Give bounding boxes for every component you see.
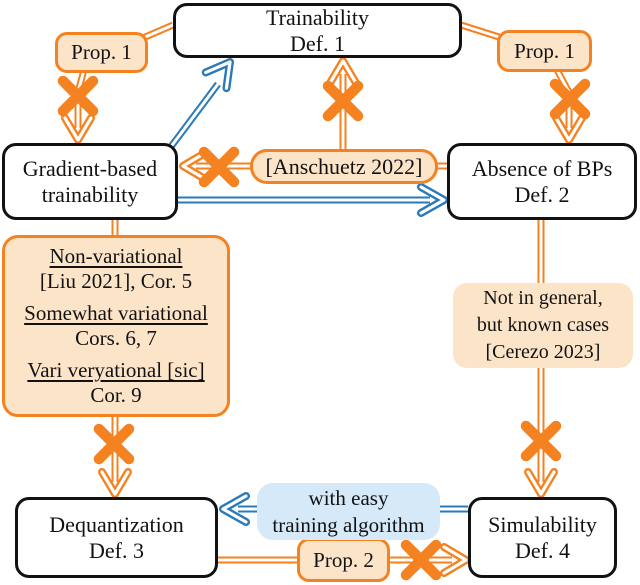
tag-prop1-left: Prop. 1 xyxy=(55,32,148,73)
case-detail: Cors. 6, 7 xyxy=(75,326,157,350)
note-easy-training: with easy training algorithm xyxy=(257,483,440,540)
blue-arrow-gradient-to-trainability xyxy=(167,58,234,151)
node-title: Trainability xyxy=(265,4,370,30)
case-item: Non-variational [Liu 2021], Cor. 5 xyxy=(40,244,192,294)
box-variational-cases: Non-variational [Liu 2021], Cor. 5 Somew… xyxy=(2,235,230,417)
node-gradient-based-trainability: Gradient-based trainability xyxy=(2,143,178,220)
not-implies-x-icon xyxy=(198,146,240,188)
case-detail: Cor. 9 xyxy=(90,383,142,407)
node-title: Gradient-based xyxy=(22,155,158,181)
note-line: Not in general, xyxy=(483,287,603,309)
not-implies-x-icon xyxy=(322,80,364,122)
node-def: Def. 4 xyxy=(515,537,570,563)
arrowhead-icon xyxy=(201,58,234,93)
node-simulability: Simulability Def. 4 xyxy=(468,497,617,578)
tag-label: Prop. 1 xyxy=(514,38,575,63)
node-trainability: Trainability Def. 1 xyxy=(173,3,462,58)
arrowhead-icon xyxy=(524,468,558,498)
case-title: Non-variational xyxy=(49,244,183,268)
not-implies-x-icon xyxy=(520,420,562,462)
note-line: with easy xyxy=(308,485,389,510)
note-line: but known cases xyxy=(476,314,610,336)
not-implies-x-icon xyxy=(549,78,591,120)
case-detail: [Liu 2021], Cor. 5 xyxy=(39,269,193,293)
tag-prop2: Prop. 2 xyxy=(297,538,390,582)
tag-label: Prop. 1 xyxy=(71,40,132,64)
node-title2: trainability xyxy=(41,181,139,207)
arrowhead-icon xyxy=(440,543,470,577)
crossed-arrow-anschuetz-to-trainability xyxy=(322,57,364,150)
arrowhead-icon xyxy=(326,57,360,87)
not-implies-x-icon xyxy=(93,423,135,465)
node-title: Dequantization xyxy=(49,511,184,537)
case-item: Somewhat variational Cors. 6, 7 xyxy=(24,301,208,351)
note-line: [Cerezo 2023] xyxy=(485,341,601,363)
node-def: Def. 3 xyxy=(89,537,144,563)
arrowhead-icon xyxy=(552,114,586,144)
node-absence-of-bps: Absence of BPs Def. 2 xyxy=(447,143,637,220)
note-line: training algorithm xyxy=(272,512,425,537)
case-title: Vari veryational [sic] xyxy=(27,358,205,382)
crossed-arrow-trainability-to-absence xyxy=(459,21,591,144)
blue-arrow-gradient-to-absence xyxy=(178,183,448,217)
case-title: Somewhat variational xyxy=(24,301,208,325)
tag-prop1-right: Prop. 1 xyxy=(497,30,592,72)
arrowhead-icon xyxy=(98,468,132,498)
node-def: Def. 1 xyxy=(290,30,345,56)
node-title: Simulability xyxy=(488,511,597,537)
note-not-in-general: Not in general, but known cases [Cerezo … xyxy=(453,283,633,368)
arrowhead-icon xyxy=(61,114,95,144)
crossed-arrow-trainability-to-gradient xyxy=(57,21,175,144)
node-def: Def. 2 xyxy=(514,181,570,207)
arrowhead-icon xyxy=(417,183,448,217)
node-title: Absence of BPs xyxy=(471,155,613,181)
tag-label: Prop. 2 xyxy=(313,547,374,572)
tag-anschuetz-2022: [Anschuetz 2022] xyxy=(250,149,438,184)
tag-label: [Anschuetz 2022] xyxy=(265,154,423,179)
not-implies-x-icon xyxy=(57,75,99,117)
node-dequantization: Dequantization Def. 3 xyxy=(15,497,218,578)
case-item: Vari veryational [sic] Cor. 9 xyxy=(27,358,204,408)
not-implies-x-icon xyxy=(400,539,442,581)
crossed-arrow-gradient-to-dequantization xyxy=(93,219,135,498)
arrowhead-icon xyxy=(179,149,209,183)
arrowhead-icon xyxy=(219,492,250,526)
